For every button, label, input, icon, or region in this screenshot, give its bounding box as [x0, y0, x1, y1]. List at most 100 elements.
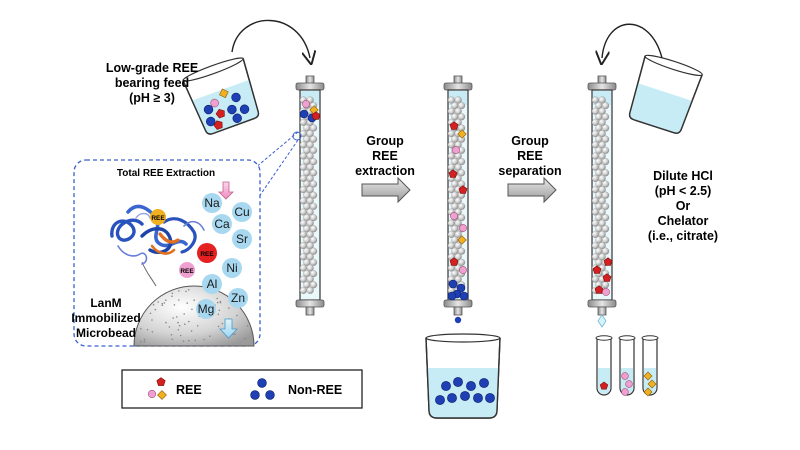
- column-bottom-cap: [444, 300, 472, 307]
- bead-texture: [169, 326, 171, 328]
- non-ree-particle: [473, 393, 482, 402]
- eluent-label-line2: (pH < 2.5): [655, 184, 712, 198]
- bead-texture: [228, 307, 230, 309]
- bead-texture: [183, 340, 185, 342]
- column-bottom-nozzle: [306, 307, 314, 315]
- column-bottom-cap: [296, 300, 324, 307]
- bead-texture: [153, 304, 155, 306]
- bead-texture: [152, 331, 154, 333]
- bead-texture: [144, 341, 146, 343]
- bead-texture: [177, 322, 179, 324]
- bead-texture: [188, 289, 190, 291]
- collection-beaker-icon: [426, 334, 500, 418]
- separation-label-line1: Group: [511, 134, 549, 148]
- bead-texture: [218, 314, 220, 316]
- bead-texture: [150, 313, 152, 315]
- ree-particle: [459, 266, 466, 273]
- bead-texture: [178, 299, 180, 301]
- eluent-label-line3: Or: [676, 199, 691, 213]
- bead-texture: [155, 309, 157, 311]
- feed-label-line3: (pH ≥ 3): [129, 91, 175, 105]
- test-tube-icon: [596, 336, 658, 396]
- non-ree-particle: [485, 393, 494, 402]
- bead-texture: [172, 317, 174, 319]
- block-arrow-icon: [362, 178, 410, 202]
- ion-label: Al: [207, 277, 218, 291]
- bead-texture: [140, 341, 142, 343]
- non-ree-particle: [300, 110, 308, 118]
- drop: [455, 317, 461, 323]
- extraction-label-line1: Group: [366, 134, 404, 148]
- bead-texture: [188, 321, 190, 323]
- non-ree-particle: [435, 395, 444, 404]
- bead-texture: [140, 328, 142, 330]
- ree-particle: [626, 381, 633, 388]
- ion-label: Na: [204, 196, 220, 210]
- extraction-label-line2: REE: [372, 149, 398, 163]
- eluent-beaker-icon: [625, 52, 703, 135]
- ree-tag: REE: [180, 268, 194, 275]
- ion-label: Ni: [226, 261, 237, 275]
- bead-texture: [183, 313, 185, 315]
- ree-particle: [622, 389, 629, 396]
- bead: [300, 287, 307, 294]
- bead-texture: [162, 305, 164, 307]
- eluent-label-line1: Dilute HCl: [653, 169, 713, 183]
- curved-arrow-icon: [602, 24, 662, 58]
- bead-texture: [209, 335, 211, 337]
- bead-texture: [147, 329, 149, 331]
- ree-particle: [602, 288, 609, 295]
- tube-rim: [642, 336, 658, 340]
- bead-texture: [218, 326, 220, 328]
- non-ree-particle: [447, 393, 456, 402]
- bead-texture: [144, 339, 146, 341]
- non-ree-particle: [479, 378, 488, 387]
- ion-label: Cu: [234, 205, 249, 219]
- ree-particle: [459, 224, 466, 231]
- non-ree-particle: [460, 292, 468, 300]
- ree-particle: [452, 146, 459, 153]
- bead-texture: [217, 302, 219, 304]
- bead-label-line3: Microbead: [76, 326, 136, 340]
- bead-texture: [244, 338, 246, 340]
- column-top-cap: [444, 83, 472, 90]
- bead-texture: [247, 325, 249, 327]
- bead-label-line2: Immobilized: [71, 311, 140, 325]
- tube-rim: [596, 336, 612, 340]
- bead-texture: [164, 302, 166, 304]
- legend-non-ree-label: Non-REE: [288, 383, 342, 397]
- bead-texture: [184, 323, 186, 325]
- bead-texture: [178, 329, 180, 331]
- legend-ree-label: REE: [176, 383, 202, 397]
- non-ree-particle: [441, 381, 450, 390]
- bead-texture: [180, 335, 182, 337]
- eluent-label-line4: Chelator: [658, 214, 709, 228]
- ion-label: Ca: [214, 217, 230, 231]
- bead-texture: [203, 339, 205, 341]
- column-bottom-cap: [588, 300, 616, 307]
- bead-texture: [236, 315, 238, 317]
- eluent-label-line5: (i.e., citrate): [648, 229, 718, 243]
- bead-texture: [219, 310, 221, 312]
- tube-liquid: [598, 368, 610, 394]
- ree-particle: [622, 373, 629, 380]
- drop: [598, 315, 606, 327]
- inset-title: Total REE Extraction: [117, 168, 215, 179]
- non-ree-particle: [251, 391, 260, 400]
- tube-rim: [619, 336, 635, 340]
- bead-texture: [191, 309, 193, 311]
- bead-texture: [195, 340, 197, 342]
- ree-tag: REE: [151, 215, 165, 222]
- feed-label-line2: bearing feed: [115, 76, 189, 90]
- column-top-cap: [296, 83, 324, 90]
- ion-label: Mg: [198, 302, 215, 316]
- ion-label: Zn: [231, 291, 245, 305]
- bead-texture: [161, 303, 163, 305]
- bead-texture: [193, 299, 195, 301]
- non-ree-particle: [453, 377, 462, 386]
- bead-texture: [157, 301, 159, 303]
- bead-texture: [222, 323, 224, 325]
- bead-texture: [151, 319, 153, 321]
